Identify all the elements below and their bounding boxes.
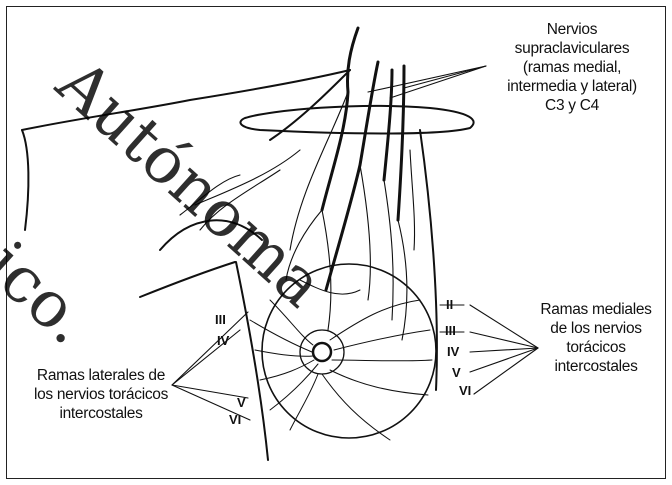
- roman-right-v: V: [452, 365, 461, 380]
- nipple: [313, 343, 331, 361]
- roman-right-iv: IV: [447, 344, 459, 359]
- roman-right-ii: II: [446, 297, 453, 312]
- areola: [300, 330, 344, 374]
- roman-left-v: V: [237, 395, 246, 410]
- roman-right-iii: III: [445, 323, 456, 338]
- roman-left-iii: III: [215, 312, 226, 327]
- label-medial-branches: Ramas mediales de los nervios torácicos …: [526, 300, 666, 376]
- roman-left-vi: VI: [229, 412, 241, 427]
- supraclavicular-pointers: [368, 66, 486, 98]
- roman-left-iv: IV: [217, 333, 229, 348]
- label-supraclavicular-nerves: Nervios supraclaviculares (ramas medial,…: [472, 20, 672, 115]
- roman-right-vi: VI: [459, 383, 471, 398]
- label-lateral-branches: Ramas laterales de los nervios torácicos…: [8, 366, 194, 423]
